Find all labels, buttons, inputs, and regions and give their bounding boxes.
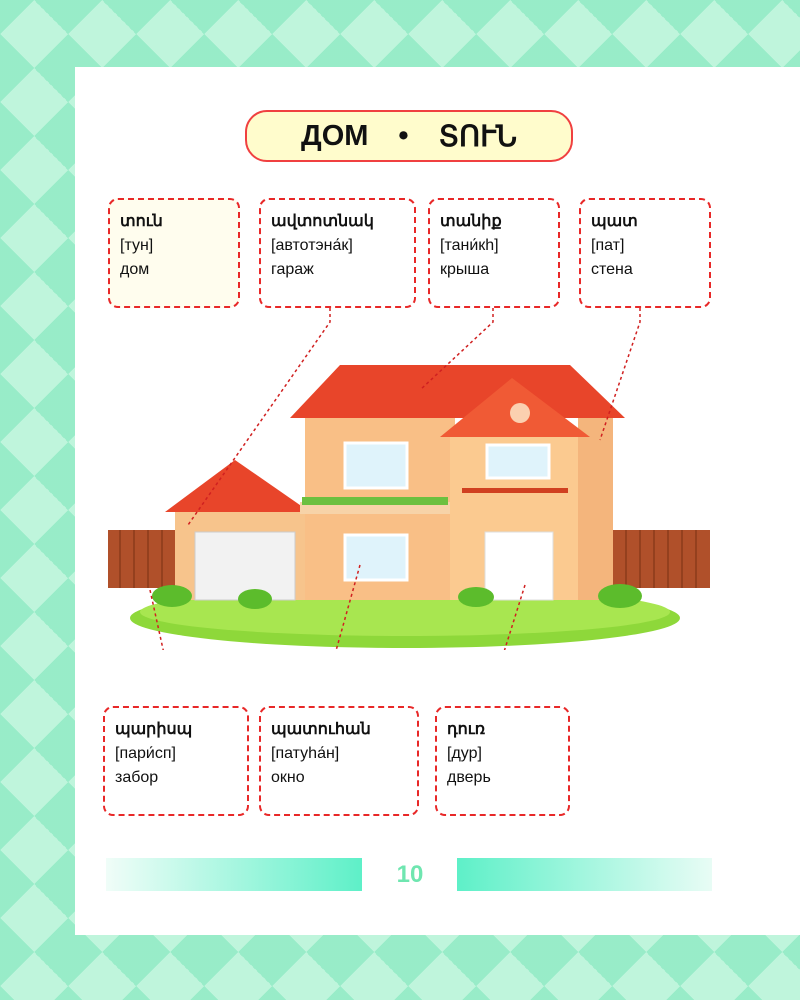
translation: дверь — [447, 769, 491, 786]
transcription: [патуһа́н] — [271, 745, 340, 762]
card-roof: տանիք [тани́кһ] крыша — [428, 198, 560, 308]
title-ru: ДОМ — [301, 119, 369, 152]
armenian-word: դուռ — [447, 721, 486, 738]
footer-bar-left — [106, 858, 362, 891]
card-house: տուն [тун] дом — [108, 198, 240, 308]
armenian-word: պարիսպ — [115, 721, 193, 738]
card-wall: պատ [пат] стена — [579, 198, 711, 308]
transcription: [дур] — [447, 745, 482, 762]
translation: забор — [115, 769, 159, 786]
translation: дом — [120, 261, 150, 278]
page-title: ДОМ • ՏՈՒՆ — [245, 110, 573, 162]
card-fence: պարիսպ [пари́сп] забор — [103, 706, 249, 816]
card-door: դուռ [дур] дверь — [435, 706, 570, 816]
transcription: [тани́кһ] — [440, 237, 499, 254]
page-number: 10 — [396, 861, 424, 888]
footer-bar-right — [457, 858, 712, 891]
translation: гараж — [271, 261, 314, 278]
armenian-word: պատ — [591, 213, 638, 230]
armenian-word: տուն — [120, 213, 163, 230]
translation: окно — [271, 769, 305, 786]
armenian-word: տանիք — [440, 213, 502, 230]
transcription: [тун] — [120, 237, 154, 254]
armenian-word: ավտոտնակ — [271, 213, 374, 230]
translation: стена — [591, 261, 633, 278]
card-garage: ավտոտնակ [автотэна́к] гараж — [259, 198, 416, 308]
translation: крыша — [440, 261, 490, 278]
title-separator: • — [398, 119, 409, 152]
armenian-word: պատուհան — [271, 721, 371, 738]
house-illustration — [108, 308, 710, 650]
transcription: [пари́сп] — [115, 745, 176, 762]
title-hy: ՏՈՒՆ — [438, 120, 517, 153]
transcription: [пат] — [591, 237, 625, 254]
card-window: պատուհան [патуһа́н] окно — [259, 706, 419, 816]
transcription: [автотэна́к] — [271, 237, 353, 254]
